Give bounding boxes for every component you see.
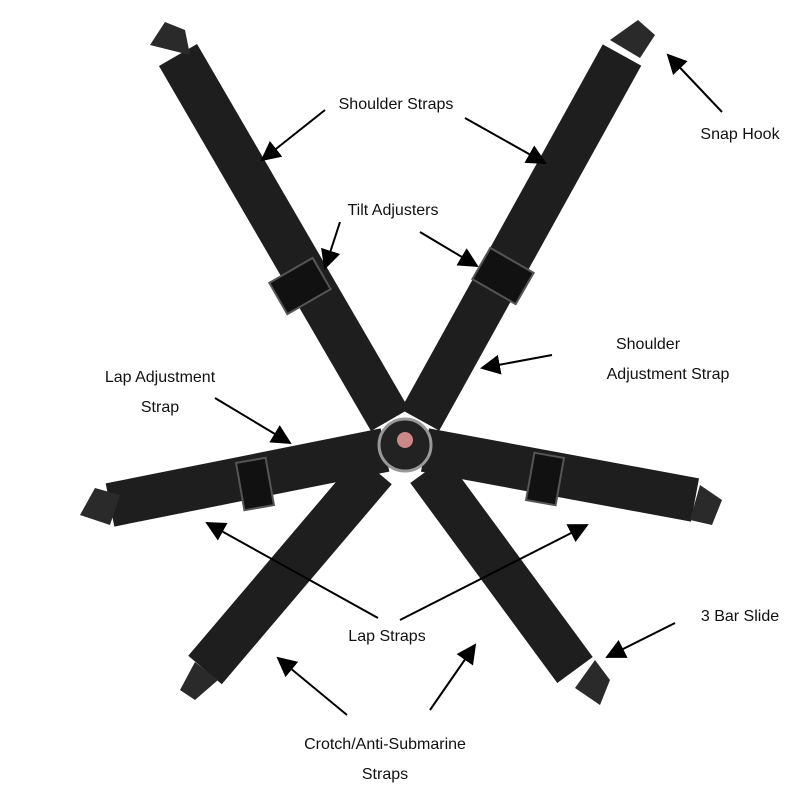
arrow [666,53,723,113]
arrow [419,231,479,268]
tilt-adjuster-left [267,256,333,316]
label-shoulder-adjustment-2: Adjustment Strap [606,366,730,383]
snap-hooks [80,20,722,705]
arrow [605,622,676,658]
buckle-center [397,432,413,448]
right-shoulder-strap [400,44,642,431]
label-tilt-adjusters: Tilt Adjusters [347,202,439,219]
right-crotch-strap [410,456,593,684]
arrow [399,524,589,621]
arrow [276,656,348,716]
label-lap-adjustment-1: Lap Adjustment [104,369,216,386]
snap-hook-icon [575,660,610,705]
arrow [214,397,292,445]
label-crotch-straps-1: Crotch/Anti-Submarine [304,736,466,753]
arrow [260,109,326,162]
label-3-bar-slide: 3 Bar Slide [700,608,780,625]
label-lap-straps: Lap Straps [348,628,426,645]
snap-hook-icon [80,488,120,525]
label-lap-adjustment-2: Strap [140,399,180,416]
label-shoulder-straps: Shoulder Straps [338,96,454,113]
lap-adjuster-left [234,456,276,512]
tilt-adjuster-right [470,246,536,306]
snap-hook-icon [180,662,218,700]
arrow [205,522,379,619]
label-crotch-straps-2: Straps [361,766,409,783]
snap-hook-icon [610,20,655,58]
arrow [321,221,341,270]
left-shoulder-strap [158,43,410,432]
label-snap-hook: Snap Hook [700,126,780,143]
snap-hook-icon [690,485,722,525]
arrow [429,643,477,711]
arrow [480,354,553,375]
snap-hook-icon [150,22,190,55]
arrow [464,117,547,164]
label-shoulder-adjustment-1: Shoulder [615,336,681,353]
lap-adjuster-right [524,451,566,507]
